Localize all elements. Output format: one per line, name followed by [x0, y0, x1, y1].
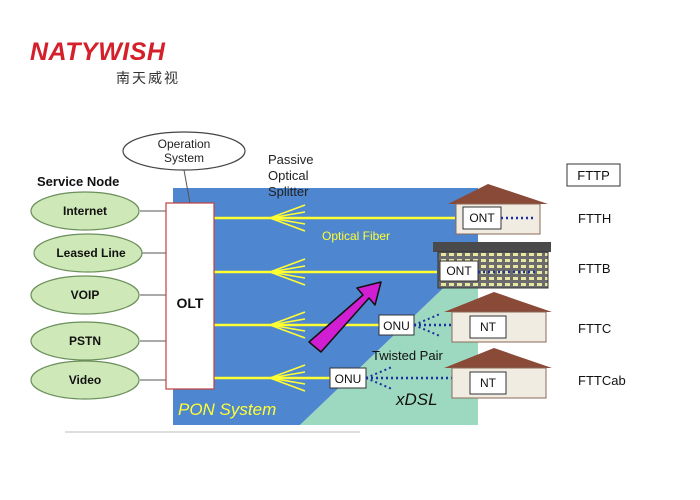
nt-box	[469, 315, 507, 339]
fttc-label: FTTC	[578, 321, 611, 336]
fttb-label: FTTB	[578, 261, 611, 276]
fttcab-house: NT	[444, 348, 552, 399]
xdsl-label: xDSL	[395, 390, 438, 409]
roof	[444, 292, 552, 312]
service-label: Internet	[63, 204, 107, 218]
service-voip: VOIP	[30, 275, 140, 315]
service-pstn: PSTN	[30, 321, 140, 361]
fttp-box	[566, 163, 621, 187]
splitter-label-line2: Optical	[268, 168, 309, 183]
service-label: VOIP	[71, 288, 100, 302]
ftth-house: ONT	[448, 184, 548, 235]
splitter-icon	[269, 311, 306, 339]
service-label: PSTN	[69, 334, 101, 348]
splitter-icon	[269, 364, 306, 392]
splitter-label-line3: Splitter	[268, 184, 309, 199]
fttc-house: NT	[444, 292, 552, 343]
building-roof	[433, 242, 551, 252]
olt-label: OLT	[177, 295, 204, 311]
service-label: Leased Line	[56, 246, 126, 260]
fttcab-label: FTTCab	[578, 373, 626, 388]
service-node-title: Service Node	[37, 174, 119, 189]
olt-box	[165, 202, 215, 390]
brand-name: NATYWISH	[30, 38, 166, 66]
operation-system-label-line1: Operation	[158, 137, 211, 151]
fttp-label: FTTP	[577, 168, 610, 183]
splitter-label-line1: Passive	[268, 152, 314, 167]
splitter-icon	[269, 258, 306, 286]
onu-label: ONU	[383, 319, 410, 333]
roof	[444, 348, 552, 368]
service-label: Video	[69, 373, 101, 387]
splitter-icon	[269, 204, 306, 232]
pon-system-label: PON System	[178, 400, 276, 419]
fttb-building: ONT	[433, 242, 551, 289]
pon-system-area	[173, 188, 478, 425]
onu-label: ONU	[335, 372, 362, 386]
nt-label: NT	[480, 320, 497, 334]
ont-label: ONT	[446, 264, 472, 278]
service-internet: Internet	[30, 191, 140, 231]
nt-box	[469, 371, 507, 395]
operation-system-link	[183, 169, 191, 204]
nt-label: NT	[480, 376, 497, 390]
roof	[448, 184, 548, 204]
service-video: Video	[30, 360, 140, 400]
operation-system-label-line2: System	[164, 151, 204, 165]
twisted-pair-label: Twisted Pair	[372, 348, 443, 363]
ftth-label: FTTH	[578, 211, 611, 226]
brand-logo: NATYWISH 南天威视	[30, 38, 205, 88]
optical-fiber-label: Optical Fiber	[322, 229, 390, 243]
arrow-icon	[308, 281, 382, 353]
brand-chinese-name: 南天威视	[116, 71, 180, 87]
service-leased-line: Leased Line	[33, 233, 143, 273]
ont-label: ONT	[469, 211, 495, 225]
